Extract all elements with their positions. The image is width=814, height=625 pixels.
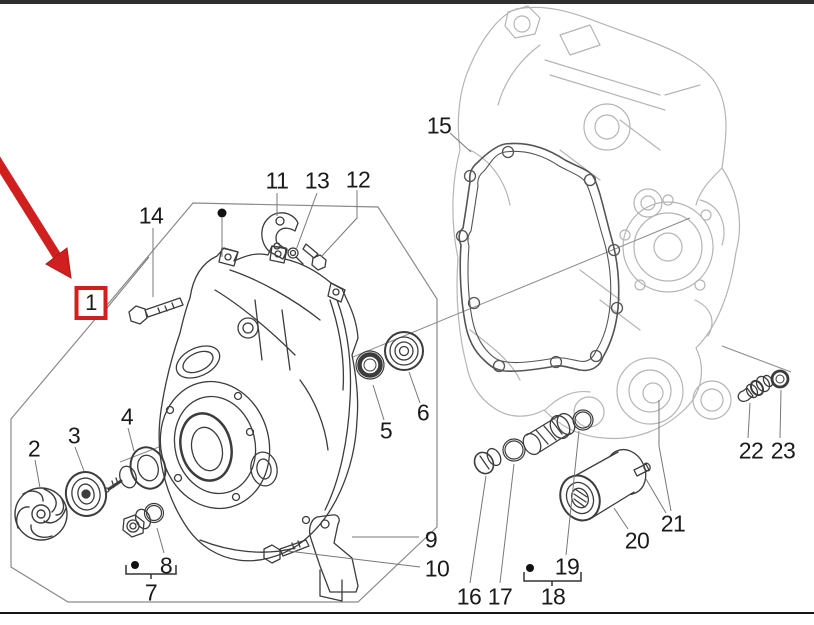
part-callout-17: 17 bbox=[487, 583, 513, 610]
part-callout-6: 6 bbox=[416, 399, 430, 426]
gasket-drawing bbox=[455, 142, 624, 373]
part-callout-14: 14 bbox=[138, 202, 164, 229]
part-14-bolt-drawing bbox=[128, 297, 184, 325]
group-bracket-18 bbox=[523, 572, 582, 586]
assembly-reference-dots bbox=[131, 208, 534, 572]
assembly-boundary-polygon bbox=[10, 202, 438, 603]
part-callout-21: 21 bbox=[660, 510, 686, 537]
part-20-oil-filter-drawing bbox=[559, 448, 651, 522]
bottom-border-line bbox=[0, 612, 814, 614]
part-4-shaft-bearing-drawing bbox=[104, 446, 167, 493]
part-callout-16: 16 bbox=[456, 583, 482, 610]
part-callout-10: 10 bbox=[424, 555, 450, 582]
reference-dot-cover bbox=[217, 208, 227, 218]
part-callout-18: 18 bbox=[540, 583, 566, 610]
part-8-oring-drawing bbox=[143, 502, 165, 524]
part-callout-22: 22 bbox=[738, 437, 764, 464]
part-3-pulley-drawing bbox=[64, 471, 108, 517]
reference-dot-plug-group bbox=[131, 561, 139, 569]
group-brackets bbox=[125, 565, 582, 586]
part-12-bolt-drawing bbox=[302, 243, 327, 271]
part-callout-15: 15 bbox=[426, 112, 452, 139]
callout-leader-lines bbox=[34, 132, 782, 584]
parts-drawings bbox=[14, 212, 790, 602]
part-2-impeller-drawing bbox=[14, 487, 68, 541]
top-border-bar bbox=[0, 0, 814, 4]
part-17-oring-drawing bbox=[502, 438, 526, 462]
part-9-bracket-drawing bbox=[309, 514, 359, 602]
part-10-bolt-drawing bbox=[263, 539, 310, 564]
part-5-seal-drawing bbox=[355, 350, 385, 380]
axis-line-seal-bearing bbox=[301, 217, 691, 379]
part-11-bracket-drawing bbox=[261, 212, 299, 260]
part-7-plug-drawing bbox=[122, 508, 152, 538]
part-callout-3: 3 bbox=[67, 422, 81, 449]
cover-drawing bbox=[158, 245, 359, 562]
red-arrow-pointer bbox=[0, 156, 72, 279]
part-callout-19: 19 bbox=[554, 553, 580, 580]
part-callout-4: 4 bbox=[120, 403, 134, 430]
part-callout-2: 2 bbox=[27, 435, 41, 462]
part-6-bearing-drawing bbox=[384, 331, 424, 371]
part-callout-11: 11 bbox=[265, 167, 289, 194]
part-19-oring-drawing bbox=[572, 409, 594, 431]
part-23-washer-drawing bbox=[770, 369, 790, 389]
part-16-plug-drawing bbox=[473, 447, 502, 475]
part-callout-12: 12 bbox=[345, 166, 371, 193]
part-22-sensor-drawing bbox=[737, 374, 774, 403]
part-callout-7: 7 bbox=[144, 579, 158, 606]
reference-dot-strainer-group bbox=[526, 564, 534, 572]
part-callout-23: 23 bbox=[770, 437, 796, 464]
part-callout-5: 5 bbox=[379, 417, 393, 444]
part-callout-8: 8 bbox=[159, 552, 173, 579]
part-callout-20: 20 bbox=[624, 527, 650, 554]
part-18-strainer-drawing bbox=[522, 412, 576, 456]
group-bracket-7 bbox=[125, 565, 177, 579]
axis-line-sensor bbox=[721, 345, 792, 373]
engine-crankcase-drawing bbox=[452, 5, 741, 440]
part-callout-9: 9 bbox=[424, 526, 438, 553]
part-callout-1[interactable]: 1 bbox=[74, 286, 108, 320]
part-13-screw-drawing bbox=[287, 247, 304, 265]
part-callout-13: 13 bbox=[304, 167, 330, 194]
